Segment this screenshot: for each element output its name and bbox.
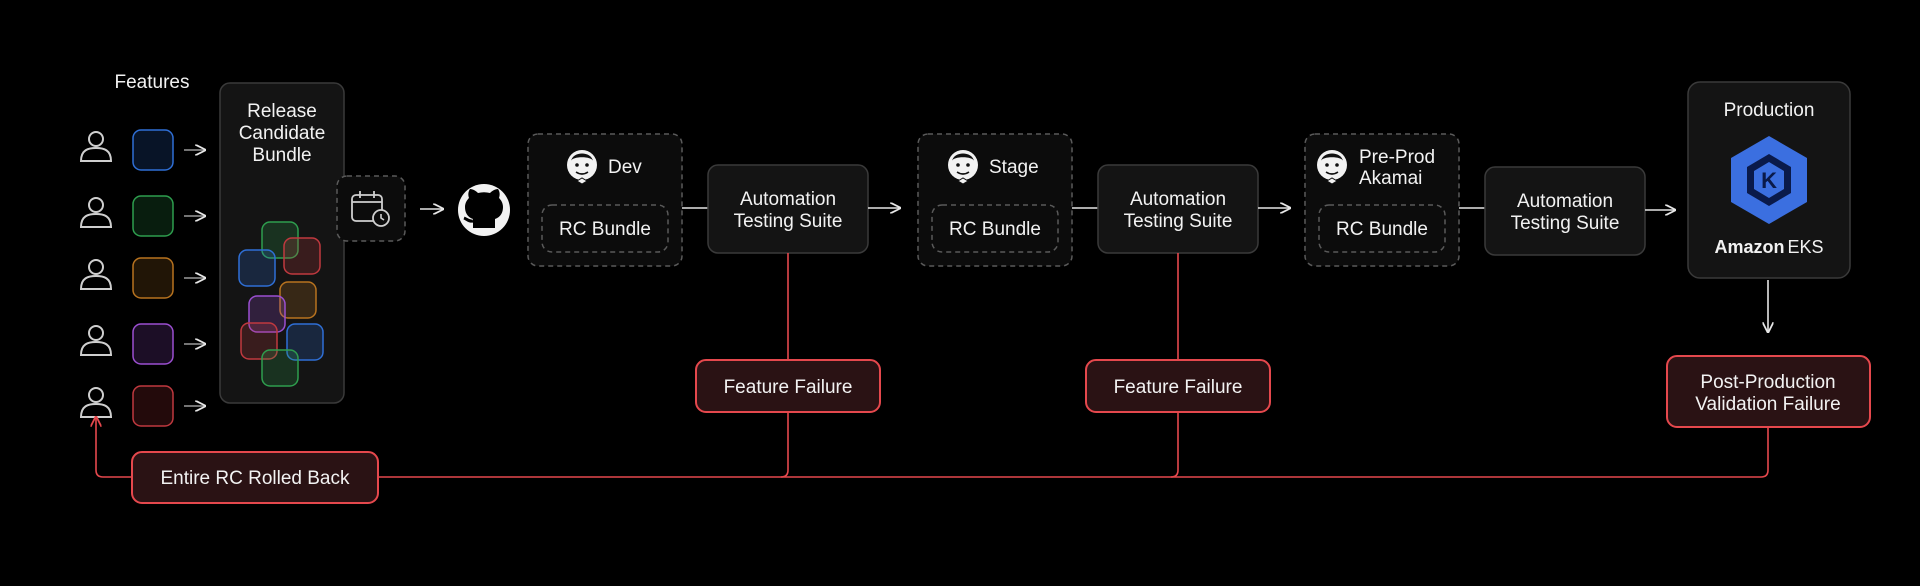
feature-rows [80,129,205,427]
feature-failure-box-2 [1085,359,1271,413]
automation-suite-2-line1: Automation [1130,189,1226,210]
rollback-box [131,451,379,504]
kubernetes-eks-icon: K [1731,136,1807,224]
automation-suite-2-line2: Testing Suite [1124,211,1233,232]
automation-suite-3-line1: Automation [1517,191,1613,212]
rc-bundle-title-line2: Candidate [239,123,326,144]
feature-failure-label-1: Feature Failure [724,377,853,398]
preprod-rc-bundle-box [1318,204,1446,253]
rollback-path-3 [1171,427,1769,478]
bundle-feature-square [286,323,324,361]
stage-rc-bundle-box [931,204,1059,253]
automation-suite-1-line1: Automation [740,189,836,210]
post-production-failure-line2: Validation Failure [1695,394,1840,415]
stage-dev-label: Dev [608,157,642,178]
dev-rc-bundle-label: RC Bundle [559,219,651,240]
user-icon [80,259,112,290]
automation-suite-1-line2: Testing Suite [734,211,843,232]
post-production-failure-box [1666,355,1871,428]
rollback-label: Entire RC Rolled Back [160,468,350,489]
feature-square [132,257,174,299]
bundle-feature-square [261,221,299,259]
feature-failure-box-1 [695,359,881,413]
bundle-feature-square [283,237,321,275]
rollback-path-1 [378,412,789,478]
user-icon [80,197,112,228]
user-icon [80,325,112,356]
stage-preprod-label-line1: Pre-Prod [1359,147,1435,168]
bundle-feature-square [279,281,317,319]
dev-rc-bundle-box [541,204,669,253]
calendar-clock-icon [351,191,390,227]
automation-suite-3-line2: Testing Suite [1511,213,1620,234]
arrow-up-icon [96,417,132,478]
amazon-label: Amazon [1714,237,1784,257]
bundle-feature-square [238,249,276,287]
feature-square [132,129,174,171]
stage-rc-bundle-label: RC Bundle [949,219,1041,240]
rollback-path-2 [781,412,1179,478]
bundle-feature-square [261,349,299,387]
bundle-feature-stack [238,221,324,387]
feature-square [132,195,174,237]
preprod-rc-bundle-label: RC Bundle [1336,219,1428,240]
production-title: Production [1724,100,1815,121]
automation-suite-3 [1484,166,1646,256]
user-icon [80,131,112,162]
user-icon [80,387,112,418]
features-title: Features [115,72,190,93]
feature-failure-label-2: Feature Failure [1114,377,1243,398]
feature-square [132,323,174,365]
stage-stage-label: Stage [989,157,1039,178]
eks-logo-letter: K [1761,168,1777,193]
feature-square [132,385,174,427]
rc-bundle-title-line3: Bundle [252,145,311,166]
github-icon [458,184,510,236]
stage-preprod-label-line2: Akamai [1359,168,1422,189]
eks-label: EKS [1787,237,1823,257]
schedule-box [336,175,406,242]
rc-bundle-title-line1: Release [247,101,317,122]
post-production-failure-line1: Post-Production [1700,372,1835,393]
